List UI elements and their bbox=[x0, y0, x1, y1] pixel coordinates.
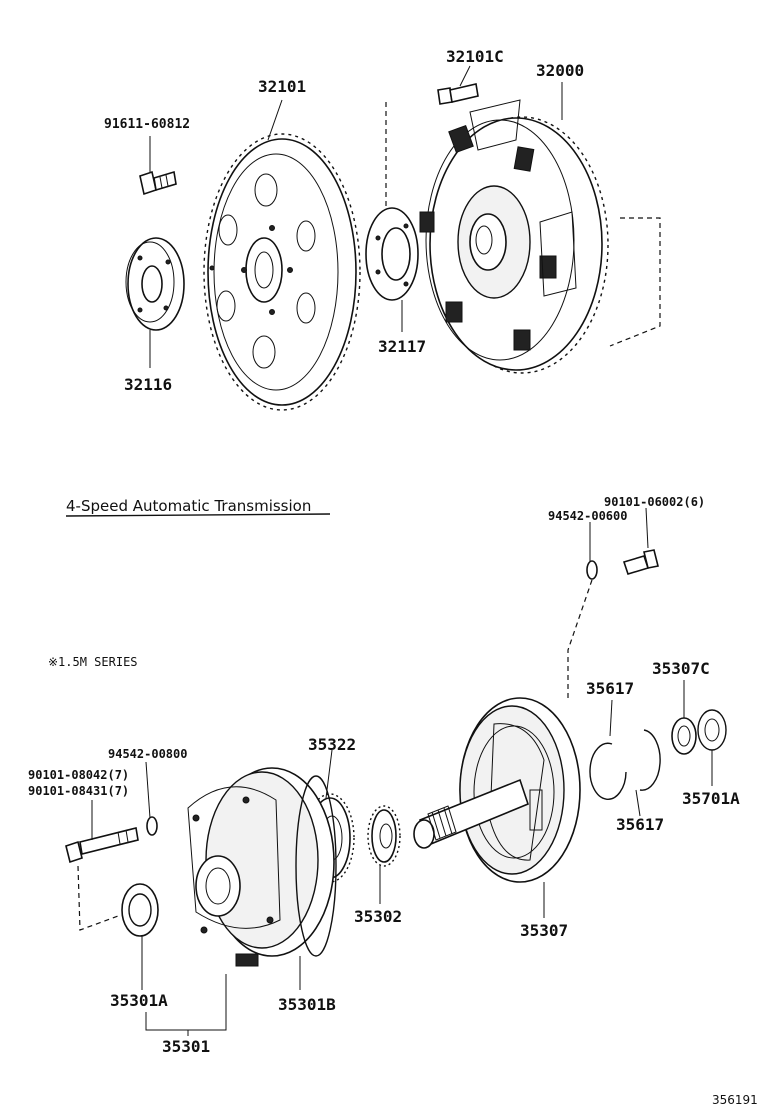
bolt-32101C bbox=[437, 83, 479, 105]
label-32117: 32117 bbox=[378, 337, 426, 356]
washer-94542-00600 bbox=[586, 560, 598, 580]
pump-drive-gear-35302 bbox=[367, 805, 401, 867]
label-35302: 35302 bbox=[354, 907, 402, 926]
o-ring-35301B bbox=[295, 775, 337, 957]
label-35307: 35307 bbox=[520, 921, 568, 940]
label-32101: 32101 bbox=[258, 77, 306, 96]
washer-94542-00800 bbox=[146, 816, 158, 836]
label-35301B: 35301B bbox=[278, 995, 336, 1014]
guide-line bbox=[567, 579, 593, 700]
seal-35301A bbox=[121, 883, 159, 937]
label-94542-00600: 94542-00600 bbox=[548, 509, 627, 523]
label-35617-lower: 35617 bbox=[616, 815, 664, 834]
plate-32117 bbox=[365, 207, 419, 301]
label-35301A: 35301A bbox=[110, 991, 168, 1010]
snap-ring-35617-b bbox=[639, 729, 661, 791]
spacer-32116 bbox=[125, 237, 185, 331]
bolt-91611-60812 bbox=[139, 170, 177, 196]
stator-support-35307 bbox=[413, 697, 581, 883]
reference-number: 356191 bbox=[712, 1093, 758, 1107]
drive-plate-32101 bbox=[203, 133, 361, 411]
label-35701A: 35701A bbox=[682, 789, 740, 808]
section-title: 4-Speed Automatic Transmission bbox=[66, 497, 311, 515]
guide-line bbox=[77, 865, 119, 931]
label-32101C: 32101C bbox=[446, 47, 504, 66]
label-32000: 32000 bbox=[536, 61, 584, 80]
label-94542-00800: 94542-00800 bbox=[108, 747, 187, 761]
bearing-35307C bbox=[671, 717, 697, 755]
label-35617-upper: 35617 bbox=[586, 679, 634, 698]
label-35307C: 35307C bbox=[652, 659, 710, 678]
seal-35701A bbox=[697, 709, 727, 751]
label-90101-08431: 90101-08431(7) bbox=[28, 784, 129, 798]
bolt-90101-08042 bbox=[65, 827, 139, 864]
label-35322: 35322 bbox=[308, 735, 356, 754]
label-32116: 32116 bbox=[124, 375, 172, 394]
guide-line bbox=[609, 217, 661, 347]
label-90101-06002: 90101-06002(6) bbox=[604, 495, 705, 509]
bolt-90101-06002 bbox=[622, 549, 659, 575]
label-90101-08042: 90101-08042(7) bbox=[28, 768, 129, 782]
label-35301: 35301 bbox=[162, 1037, 210, 1056]
label-91611-60812: 91611-60812 bbox=[104, 117, 190, 132]
snap-ring-35617-a bbox=[589, 742, 627, 800]
series-note: ※1.5M SERIES bbox=[48, 655, 138, 669]
torque-converter-32000 bbox=[419, 99, 609, 374]
oil-pump-body-35301 bbox=[187, 767, 335, 967]
